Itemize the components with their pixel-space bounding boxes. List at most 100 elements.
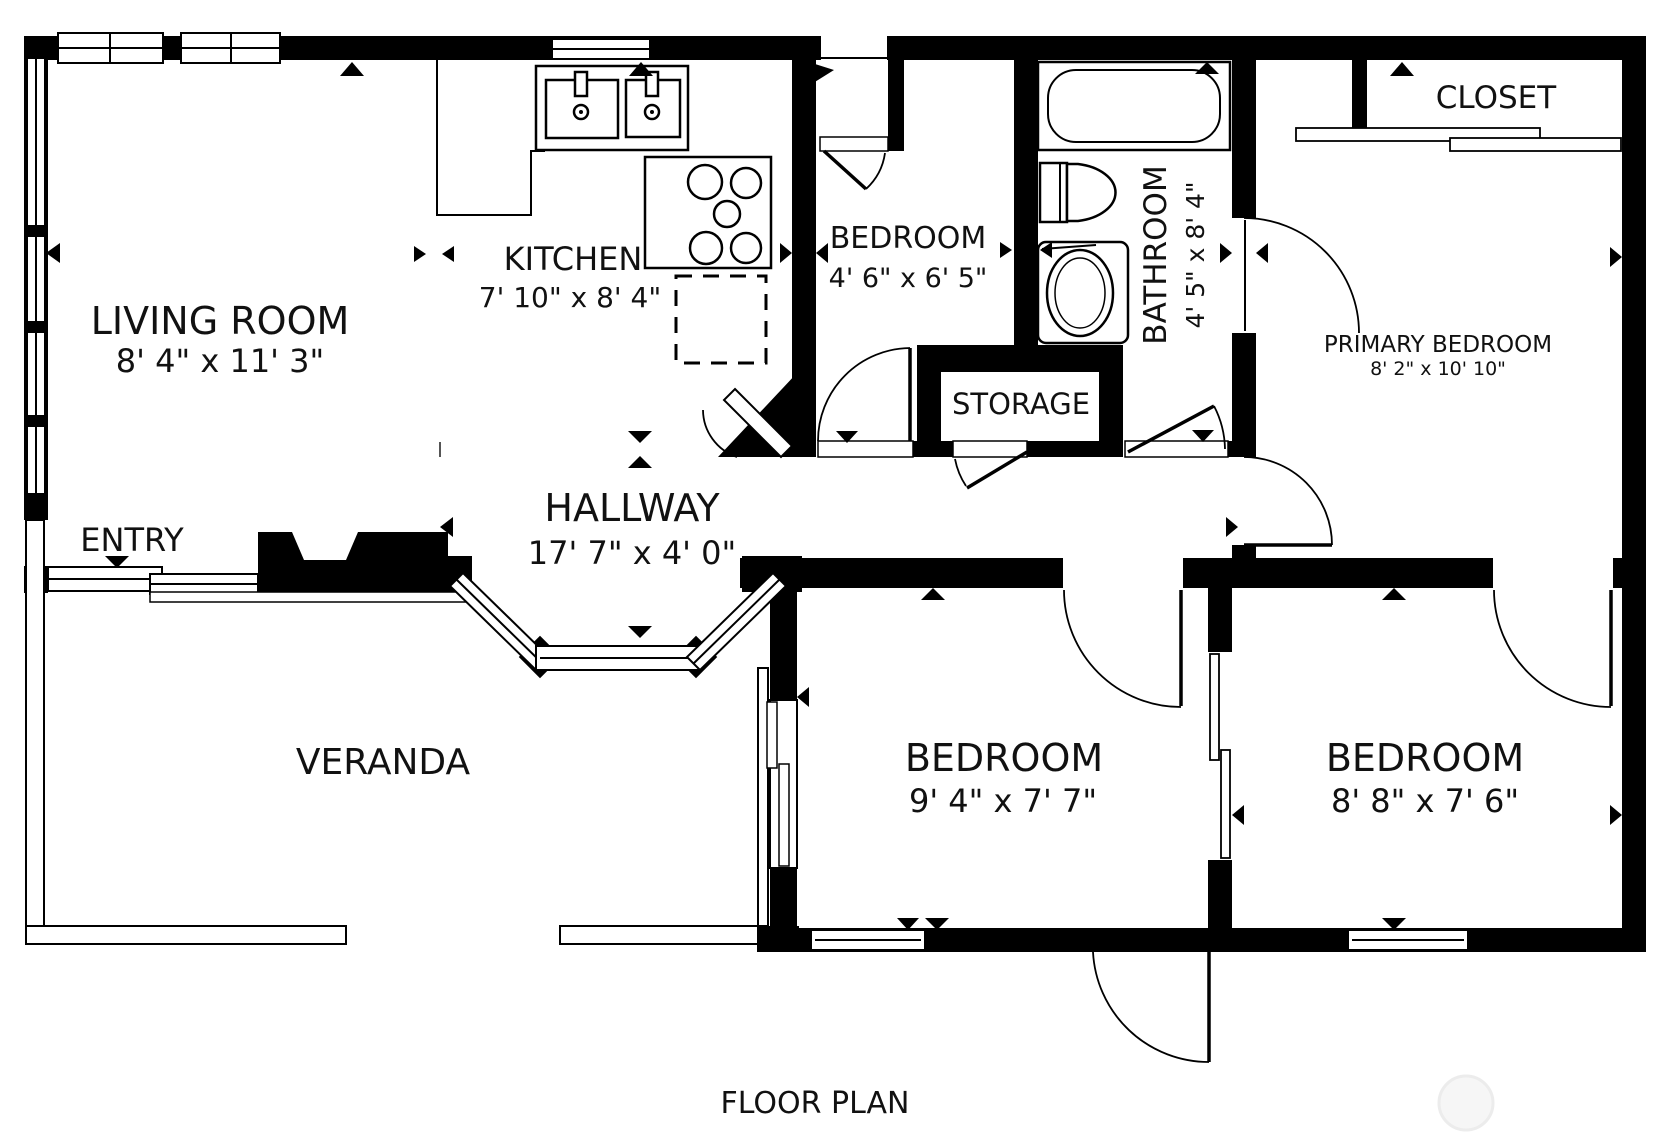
arrow-right-icon xyxy=(1226,517,1238,537)
primary-bedroom-dims: 8' 2" x 10' 10" xyxy=(1370,358,1506,380)
veranda-rail-right xyxy=(757,667,769,927)
wall-exterior-right xyxy=(1622,36,1646,952)
primary-bedroom-label: PRIMARY BEDROOM xyxy=(1324,332,1552,358)
wall-primary-lower xyxy=(1232,545,1256,588)
fixtures xyxy=(436,60,1232,365)
mid-bedroom-exterior-door xyxy=(1092,928,1212,1063)
mid-bedroom-label: BEDROOM xyxy=(905,736,1103,780)
wall-bedroom-bathroom-lower xyxy=(1014,155,1038,372)
arrow-diagonal-icon xyxy=(796,58,834,90)
right-bedroom-dims: 8' 8" x 7' 6" xyxy=(1331,782,1519,820)
kitchen-dims: 7' 10" x 8' 4" xyxy=(479,281,661,314)
arrow-left-icon xyxy=(440,517,453,537)
veranda-rails xyxy=(25,519,769,945)
veranda-rail-left xyxy=(25,519,45,945)
labels: LIVING ROOM 8' 4" x 11' 3" KITCHEN 7' 10… xyxy=(80,80,1557,1121)
arrow-right-icon xyxy=(1000,242,1012,258)
living-room-label: LIVING ROOM xyxy=(91,299,350,343)
page-title: FLOOR PLAN xyxy=(721,1086,910,1121)
arrow-right-icon xyxy=(1610,805,1622,825)
entry-label: ENTRY xyxy=(80,521,184,559)
arrow-up-icon xyxy=(1390,62,1414,76)
arrow-down-icon xyxy=(925,918,949,930)
arrow-left-icon xyxy=(797,687,809,707)
bathroom-sink-icon xyxy=(1036,240,1130,345)
window-living-top-2 xyxy=(180,32,281,64)
right-bedroom-label: BEDROOM xyxy=(1326,736,1524,780)
arrow-left-icon xyxy=(46,243,60,263)
arrow-down-icon xyxy=(628,626,652,638)
arrow-down-icon xyxy=(628,431,652,443)
small-bedroom-dims: 4' 6" x 6' 5" xyxy=(829,263,988,294)
kitchen-counter xyxy=(436,60,545,216)
bathtub-icon xyxy=(1036,60,1232,152)
window-midbedroom-bottom xyxy=(810,929,926,951)
alcove-top-door xyxy=(819,36,889,60)
mid-bedroom-dims: 9' 4" x 7' 7" xyxy=(909,782,1097,820)
opening-alcove-top xyxy=(820,36,888,60)
arrow-left-icon xyxy=(816,243,828,263)
wall-bedroom-bathroom xyxy=(1014,36,1038,171)
kitchen-sink-icon xyxy=(534,64,690,152)
wall-alcove-right xyxy=(888,36,904,151)
window-rightbedroom-bottom xyxy=(1347,929,1469,951)
wall-hall-top-a xyxy=(913,441,953,457)
window-midbedroom-left xyxy=(766,699,798,869)
wall-closet-left xyxy=(1352,60,1367,128)
bay-window-right xyxy=(685,571,788,672)
wall-storage-top xyxy=(917,345,1123,372)
arrow-up-icon xyxy=(629,62,653,76)
bathroom-dims: 4' 5" x 8' 4" xyxy=(1181,182,1210,329)
watermark-circle xyxy=(1437,1074,1495,1132)
wall-hall-top-b xyxy=(1027,441,1123,457)
markers-layer xyxy=(46,58,1622,930)
window-entry-1 xyxy=(47,566,163,592)
primary-bedroom-door xyxy=(1234,456,1333,547)
opening-rightbedroom-door xyxy=(1493,558,1613,588)
arrow-up-icon xyxy=(921,588,945,600)
stove-icon xyxy=(643,155,773,270)
opening-midbedroom-door xyxy=(1063,558,1183,588)
kitchen-label: KITCHEN xyxy=(504,240,643,278)
arrow-left-icon xyxy=(1232,805,1244,825)
closet-sliding-door xyxy=(1295,127,1622,152)
hallway-label: HALLWAY xyxy=(544,486,720,530)
arrow-left-icon xyxy=(1256,243,1268,263)
arrow-down-icon xyxy=(1192,430,1214,442)
bathroom-door xyxy=(1124,404,1229,458)
arrow-right-icon xyxy=(1220,243,1232,263)
small-bedroom-label: BEDROOM xyxy=(830,221,987,256)
wall-primary-mid xyxy=(1232,333,1256,457)
refrigerator-icon xyxy=(674,274,768,365)
arrow-up-icon xyxy=(1382,588,1406,600)
living-room-dims: 8' 4" x 11' 3" xyxy=(116,342,324,380)
arrow-down-icon xyxy=(1382,918,1406,930)
arrow-down-icon xyxy=(836,431,858,443)
closet-label: CLOSET xyxy=(1436,80,1557,116)
veranda-label: VERANDA xyxy=(296,742,471,783)
arrow-right-icon xyxy=(1610,247,1622,267)
storage-door xyxy=(952,440,1028,490)
bedroom-sliding-door xyxy=(1208,652,1232,860)
right-bedroom-door xyxy=(1493,589,1613,708)
arrow-left-icon xyxy=(442,246,454,262)
veranda-wall-junction xyxy=(757,926,799,952)
arrow-up-icon xyxy=(628,456,652,468)
arrow-left-icon xyxy=(1040,242,1052,258)
arrow-down-icon xyxy=(105,556,129,568)
veranda-rail-bottom-b xyxy=(559,925,759,945)
fireplace-notch xyxy=(292,532,358,560)
wall-hallway-south xyxy=(740,558,1630,588)
window-kitchen xyxy=(551,38,651,60)
arrow-up-icon xyxy=(1195,62,1219,74)
bay-window-center xyxy=(535,645,701,671)
window-living-top-1 xyxy=(57,32,164,64)
wall-primary-upper xyxy=(1232,36,1256,218)
small-bedroom-door xyxy=(817,347,914,458)
window-entry-2 xyxy=(149,573,259,595)
arrow-down-icon xyxy=(897,918,919,930)
window-left-wall-strip xyxy=(26,57,46,495)
entry-step-edge xyxy=(149,591,483,603)
